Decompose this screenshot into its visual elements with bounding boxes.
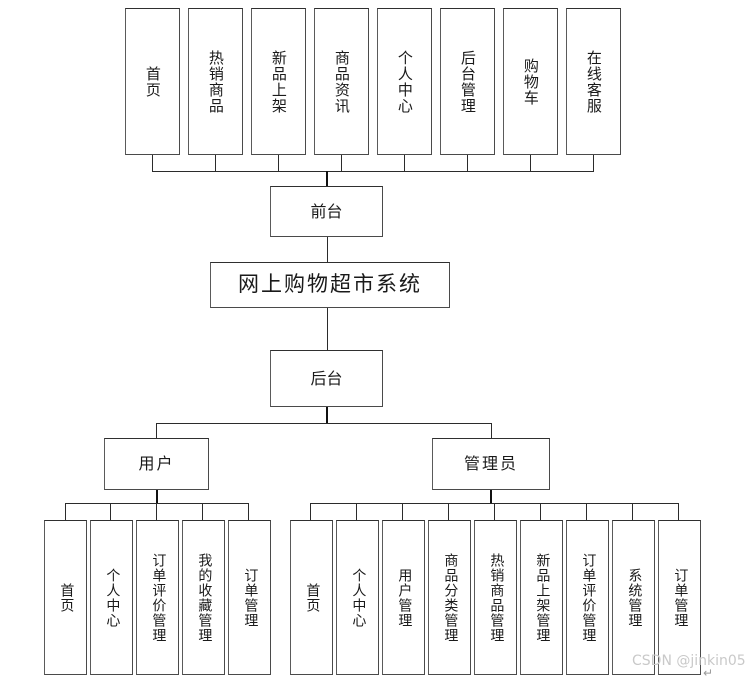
frontend-item-3[interactable]: 商品资讯 (314, 8, 369, 155)
connector-admin-stub-0 (310, 503, 311, 520)
connector-frontend-stub-7 (593, 155, 594, 171)
connector-admin-stub-1 (356, 503, 357, 520)
user-item-3-label: 我的收藏管理 (196, 552, 213, 643)
admin-item-7[interactable]: 系统管理 (612, 520, 655, 675)
admin-item-5[interactable]: 新品上架管理 (520, 520, 563, 675)
user-item-4[interactable]: 订单管理 (228, 520, 271, 675)
user-item-3[interactable]: 我的收藏管理 (182, 520, 225, 675)
connector-admin-stub-5 (540, 503, 541, 520)
frontend-item-2-label: 新品上架 (269, 49, 288, 114)
role-node-admin-label: 管理员 (463, 454, 518, 474)
frontend-item-6-label: 购物车 (521, 57, 540, 106)
connector-role-stub-admin (491, 423, 492, 438)
frontend-item-0[interactable]: 首页 (125, 8, 180, 155)
user-item-0-label: 首页 (58, 582, 75, 613)
frontend-item-7-label: 在线客服 (584, 49, 603, 114)
connector-user-stub-1 (110, 503, 111, 520)
frontend-item-7[interactable]: 在线客服 (566, 8, 621, 155)
connector-frontend-stub-1 (215, 155, 216, 171)
connector-frontend-to-root (327, 237, 328, 262)
admin-item-3-label: 商品分类管理 (442, 552, 459, 643)
user-item-2-label: 订单评价管理 (150, 552, 167, 643)
root-node[interactable]: 网上购物超市系统 (210, 262, 450, 308)
backend-node-label: 后台 (310, 368, 343, 388)
admin-item-5-label: 新品上架管理 (534, 552, 551, 643)
admin-item-8[interactable]: 订单管理 (658, 520, 701, 675)
frontend-node-label: 前台 (310, 201, 343, 221)
connector-admin-stub-4 (494, 503, 495, 520)
connector-role-stub-user (156, 423, 157, 438)
frontend-item-0-label: 首页 (143, 65, 162, 98)
pilcrow-mark: ↵ (703, 666, 714, 680)
frontend-item-4-label: 个人中心 (395, 49, 414, 114)
admin-item-8-label: 订单管理 (672, 567, 689, 628)
role-node-user-label: 用户 (138, 454, 175, 474)
connector-user-stub-0 (65, 503, 66, 520)
admin-item-4-label: 热销商品管理 (488, 552, 505, 643)
connector-user-drop (156, 490, 158, 503)
admin-item-1-label: 个人中心 (350, 567, 367, 628)
connector-admin-stub-6 (586, 503, 587, 520)
connector-frontend-stub-2 (278, 155, 279, 171)
connector-admin-stub-3 (448, 503, 449, 520)
connector-user-stub-4 (248, 503, 249, 520)
connector-frontend-drop (326, 171, 328, 186)
user-item-1-label: 个人中心 (104, 567, 121, 628)
admin-item-2[interactable]: 用户管理 (382, 520, 425, 675)
connector-frontend-stub-6 (530, 155, 531, 171)
connector-frontend-stub-5 (467, 155, 468, 171)
admin-item-1[interactable]: 个人中心 (336, 520, 379, 675)
connector-frontend-stub-0 (152, 155, 153, 171)
frontend-item-2[interactable]: 新品上架 (251, 8, 306, 155)
connector-role-bus (156, 423, 491, 424)
connector-admin-drop (490, 490, 492, 503)
connector-frontend-bus (152, 171, 594, 172)
frontend-node[interactable]: 前台 (270, 186, 383, 237)
admin-item-3[interactable]: 商品分类管理 (428, 520, 471, 675)
admin-item-0-label: 首页 (304, 582, 321, 613)
user-item-2[interactable]: 订单评价管理 (136, 520, 179, 675)
admin-item-2-label: 用户管理 (396, 567, 413, 628)
user-item-0[interactable]: 首页 (44, 520, 87, 675)
user-item-1[interactable]: 个人中心 (90, 520, 133, 675)
connector-backend-drop (326, 407, 328, 423)
backend-node[interactable]: 后台 (270, 350, 383, 407)
user-item-4-label: 订单管理 (242, 567, 259, 628)
admin-item-7-label: 系统管理 (626, 567, 643, 628)
connector-user-stub-3 (202, 503, 203, 520)
connector-root-to-backend (327, 308, 328, 350)
frontend-item-3-label: 商品资讯 (332, 49, 351, 114)
connector-frontend-stub-3 (341, 155, 342, 171)
admin-item-0[interactable]: 首页 (290, 520, 333, 675)
frontend-item-1[interactable]: 热销商品 (188, 8, 243, 155)
frontend-item-4[interactable]: 个人中心 (377, 8, 432, 155)
role-node-admin[interactable]: 管理员 (432, 438, 550, 490)
connector-admin-stub-8 (678, 503, 679, 520)
frontend-item-1-label: 热销商品 (206, 49, 225, 114)
root-node-label: 网上购物超市系统 (238, 272, 422, 297)
connector-admin-stub-7 (632, 503, 633, 520)
frontend-item-5-label: 后台管理 (458, 49, 477, 114)
admin-item-4[interactable]: 热销商品管理 (474, 520, 517, 675)
connector-user-stub-2 (156, 503, 157, 520)
connector-admin-stub-2 (402, 503, 403, 520)
connector-frontend-stub-4 (404, 155, 405, 171)
admin-item-6-label: 订单评价管理 (580, 552, 597, 643)
frontend-item-6[interactable]: 购物车 (503, 8, 558, 155)
role-node-user[interactable]: 用户 (104, 438, 209, 490)
frontend-item-5[interactable]: 后台管理 (440, 8, 495, 155)
admin-item-6[interactable]: 订单评价管理 (566, 520, 609, 675)
